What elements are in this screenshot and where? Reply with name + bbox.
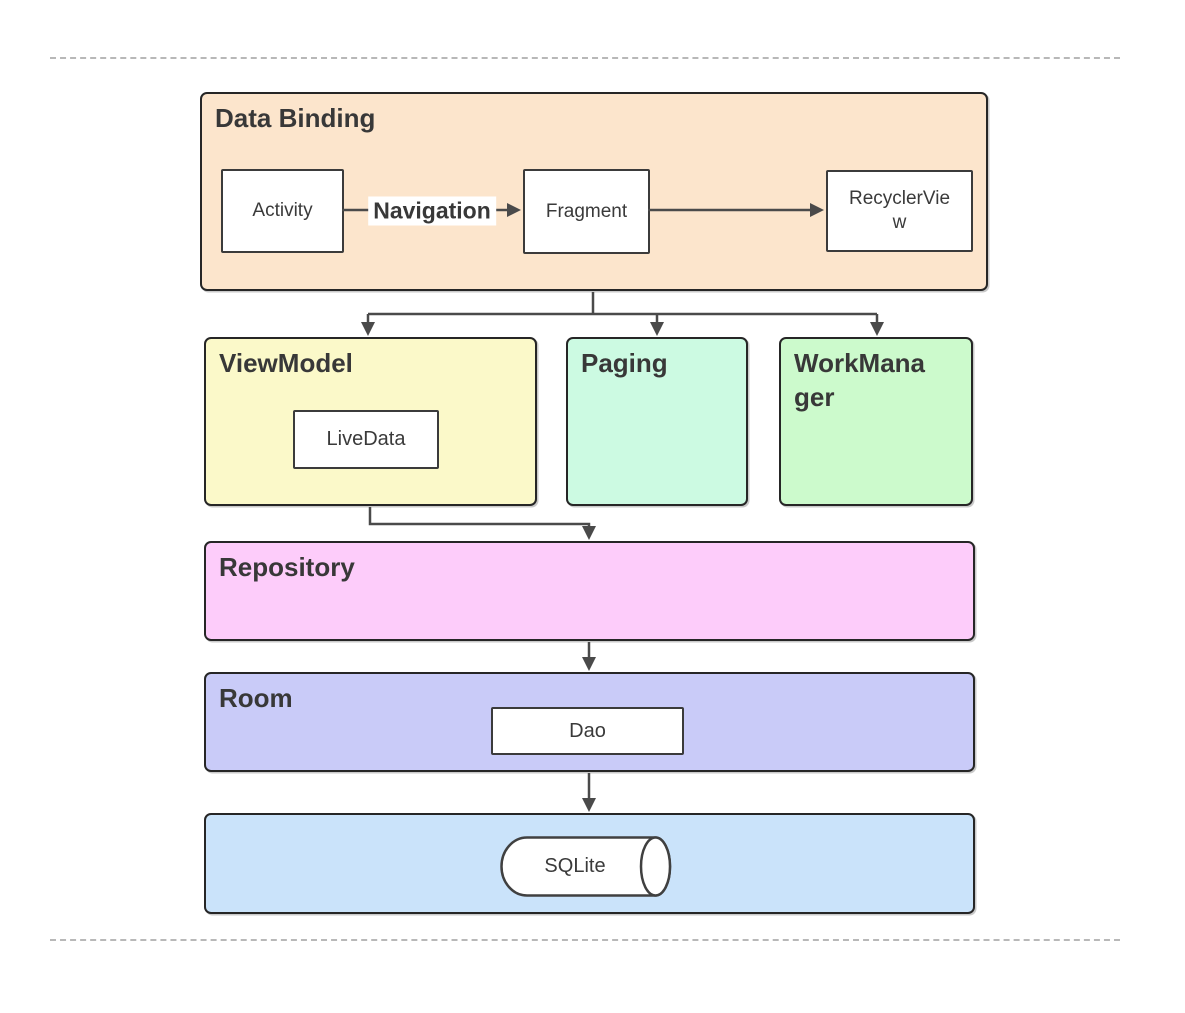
arrowhead-viewmodel bbox=[361, 322, 375, 336]
paging-title: Paging bbox=[581, 348, 668, 378]
recyclerview-label: RecyclerView bbox=[848, 188, 951, 233]
sqlite-layer-container: SQLite bbox=[204, 813, 975, 914]
livedata-label: LiveData bbox=[326, 428, 406, 450]
repository-title: Repository bbox=[219, 552, 355, 582]
data-binding-container: Data Binding Activity Fragment RecyclerV… bbox=[200, 92, 988, 291]
arrowhead-workmanager bbox=[870, 322, 884, 336]
viewmodel-container: ViewModel LiveData bbox=[204, 337, 537, 506]
fragment-node: Fragment bbox=[523, 169, 650, 254]
dao-label: Dao bbox=[569, 719, 606, 742]
edge-viewmodel-repository bbox=[368, 507, 591, 527]
workmanager-title: WorkManager bbox=[794, 348, 925, 412]
database-cylinder-icon bbox=[500, 836, 672, 897]
top-dashed-divider bbox=[50, 57, 1120, 59]
repository-container: Repository bbox=[204, 541, 975, 641]
navigation-edge-label: Navigation bbox=[368, 196, 496, 226]
arrowhead-paging bbox=[650, 322, 664, 336]
recyclerview-node: RecyclerView bbox=[826, 170, 973, 252]
bottom-dashed-divider bbox=[50, 939, 1120, 941]
viewmodel-title: ViewModel bbox=[219, 348, 353, 378]
arrowhead-room bbox=[582, 657, 596, 671]
room-container: Room Dao bbox=[204, 672, 975, 772]
dao-node: Dao bbox=[491, 707, 684, 755]
sqlite-label: SQLite bbox=[544, 855, 606, 877]
arrowhead-repository bbox=[582, 526, 596, 540]
activity-node: Activity bbox=[221, 169, 344, 253]
paging-container: Paging bbox=[566, 337, 748, 506]
activity-label: Activity bbox=[252, 200, 313, 222]
data-binding-title: Data Binding bbox=[215, 103, 376, 133]
livedata-node: LiveData bbox=[293, 410, 439, 469]
fragment-label: Fragment bbox=[545, 200, 628, 222]
workmanager-container: WorkManager bbox=[779, 337, 973, 506]
arrowhead-sqlite bbox=[582, 798, 596, 812]
room-title: Room bbox=[219, 683, 293, 713]
edge-databinding-bus bbox=[368, 292, 877, 316]
sqlite-cylinder: SQLite bbox=[500, 836, 672, 897]
